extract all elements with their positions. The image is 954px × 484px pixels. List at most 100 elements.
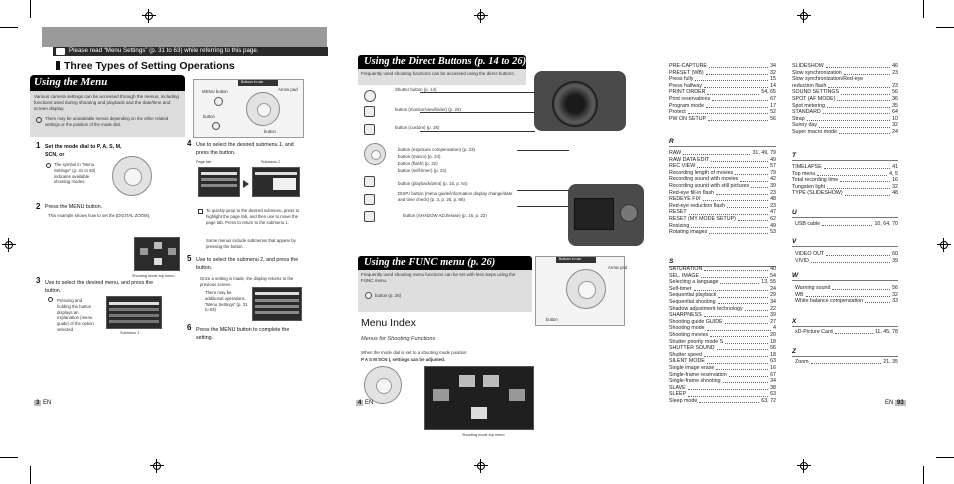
custom-button[interactable] — [364, 124, 375, 135]
step-5-note-2: There may be additional operations. “Men… — [205, 290, 248, 313]
index-entry-label: RAW DATA EDIT — [669, 156, 710, 163]
crop-line — [30, 466, 31, 484]
when-dial-text: When the mode dial is set to a shooting … — [361, 350, 467, 355]
index-entry-page: 36 — [892, 96, 898, 102]
func-ok-button[interactable] — [365, 292, 372, 299]
index-entry-page: 31, 49, 79 — [752, 150, 776, 156]
crop-line — [0, 457, 18, 458]
selftimer-label: button (self-timer) (p. 24) — [398, 168, 447, 173]
leader-dots — [683, 151, 750, 156]
camera-top-view — [534, 71, 626, 131]
leader-dots — [697, 164, 768, 169]
leader-dots — [703, 197, 768, 202]
index-entry-label: xD-Picture Card — [795, 329, 833, 335]
index-letter-rule — [792, 217, 898, 218]
index-entry-page: 21, 35 — [883, 359, 898, 365]
index-entry: SOUND SETTINGS 56 — [792, 89, 898, 96]
index-entry-page: 33 — [892, 298, 898, 305]
leader-line — [517, 150, 569, 151]
index-entry-page: 56 — [892, 285, 898, 291]
index-entry-page: 11, 45, 78 — [874, 329, 898, 335]
crop-line — [936, 457, 954, 458]
leader-dots — [707, 90, 759, 95]
index-entry-page: 27 — [770, 318, 776, 325]
shadow-label: button (SHADOW ADJ/erase) (p. 16, p. 22) — [403, 213, 487, 218]
leader-dots — [822, 222, 872, 227]
index-entry-label: TYPE (SLIDESHOW) — [792, 190, 843, 197]
leader-dots — [704, 267, 768, 272]
leader-dots — [694, 287, 768, 292]
step-2-note: This example shows how to set the [DIGIT… — [48, 213, 150, 218]
leader-dots — [840, 178, 890, 183]
index-entry-page: 15 — [770, 76, 776, 83]
step-5-note: Once a setting is made, the display retu… — [200, 276, 294, 287]
shutter-button[interactable] — [364, 90, 376, 102]
index-letter: W — [792, 272, 799, 279]
index-entry-page: 41 — [892, 164, 898, 170]
disp-button[interactable] — [364, 194, 375, 205]
tip-2: Some menus include submenus that appear … — [206, 238, 296, 249]
leader-dots — [718, 300, 768, 305]
menu-index-top-menu-caption: Shooting mode top menu — [462, 433, 505, 437]
index-entry-label: Selecting a language — [669, 279, 719, 286]
shooting-mode-top-menu-screen — [134, 237, 180, 271]
playback-button[interactable] — [364, 176, 375, 187]
menu-button[interactable] — [214, 97, 223, 106]
index-entry-label: Sequential playback — [669, 292, 717, 299]
direct-arrow-pad[interactable] — [364, 143, 386, 165]
leader-dots — [706, 104, 768, 108]
leader-dots — [807, 117, 890, 122]
menu-tile — [459, 375, 475, 387]
step-3-note: Pressing and holding the button displays… — [57, 298, 94, 332]
crop-line — [936, 27, 954, 28]
func-arrow-pad[interactable] — [566, 269, 606, 309]
index-entry-label: Single-frame shooting — [669, 378, 721, 385]
index-entry-page: 32 — [770, 69, 776, 76]
pointer-icon — [48, 297, 53, 302]
index-entry-label: Press halfway — [669, 82, 702, 89]
arrow-pad-back[interactable] — [620, 204, 638, 222]
ok-button[interactable] — [212, 122, 220, 130]
menu-index-mode-dial[interactable] — [364, 366, 402, 404]
index-entry-label: SOUND SETTINGS — [792, 89, 840, 96]
leader-dots — [704, 313, 768, 318]
leader-dots — [695, 77, 768, 82]
leader-dots — [819, 123, 890, 128]
monitor-button[interactable] — [364, 106, 375, 117]
mode-dial[interactable] — [112, 156, 152, 196]
menu-icon-tile — [154, 242, 162, 249]
leader-dots — [716, 366, 768, 371]
leader-dots — [745, 307, 768, 311]
shadow-adj-button[interactable] — [364, 211, 375, 222]
index-entry-label: Recording sound with still pictures — [669, 183, 750, 189]
index-entry-page: 42 — [770, 176, 776, 183]
index-entry-label: PW ON SETUP — [669, 115, 707, 122]
index-entry-page: 34 — [770, 299, 776, 305]
index-entry-page: 49 — [770, 156, 776, 163]
index-entry: RAW DATA EDIT 49 — [669, 156, 776, 163]
index-entry-page: 56 — [892, 89, 898, 96]
page-number: 3 — [34, 400, 42, 406]
index-entry-label: PRESET (WB) — [669, 69, 704, 76]
index-entry-page: 67 — [770, 371, 776, 378]
direct-buttons-panel: Frequently used shooting functions can b… — [358, 69, 526, 85]
index-entry-label: WB — [795, 291, 804, 298]
leader-dots — [699, 399, 759, 404]
arrow-pad[interactable] — [246, 92, 280, 126]
page-lang: EN — [43, 400, 52, 406]
menu-index-top-menu-screen — [424, 366, 534, 430]
index-entry-page: 40 — [770, 266, 776, 272]
